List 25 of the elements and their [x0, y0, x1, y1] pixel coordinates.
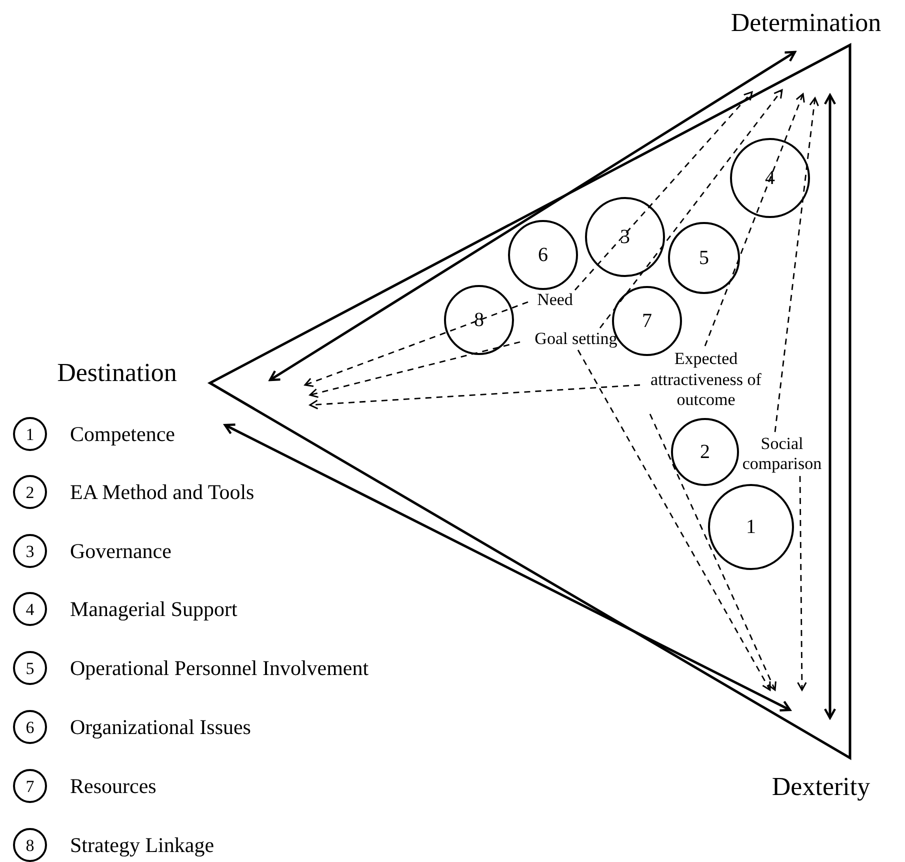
arrow [309, 384, 640, 410]
arrow [704, 93, 805, 346]
arrow [574, 91, 753, 290]
arrow [304, 301, 528, 388]
factor-label: Expected attractiveness of outcome [640, 346, 772, 414]
legend-text: Strategy Linkage [70, 835, 214, 856]
arrow [309, 341, 520, 398]
legend-text: Organizational Issues [70, 717, 251, 738]
arrow [649, 414, 776, 691]
arrow [774, 97, 819, 432]
vertex-label: Determination [708, 6, 904, 40]
legend-text: Managerial Support [70, 599, 238, 620]
arrow [797, 476, 807, 691]
arrow [577, 350, 771, 691]
factor-label: Goal setting [520, 328, 632, 350]
legend-text: Competence [70, 424, 175, 445]
arrow [599, 89, 783, 328]
factor-label: Social comparison [740, 432, 824, 476]
vertex-label: Dexterity [756, 770, 886, 804]
legend-text: Resources [70, 776, 156, 797]
factor-label: Need [528, 290, 582, 310]
legend-text: Operational Personnel Involvement [70, 658, 369, 679]
legend-text: Governance [70, 541, 172, 562]
legend-text: EA Method and Tools [70, 482, 254, 503]
vertex-label: Destination [38, 356, 196, 390]
